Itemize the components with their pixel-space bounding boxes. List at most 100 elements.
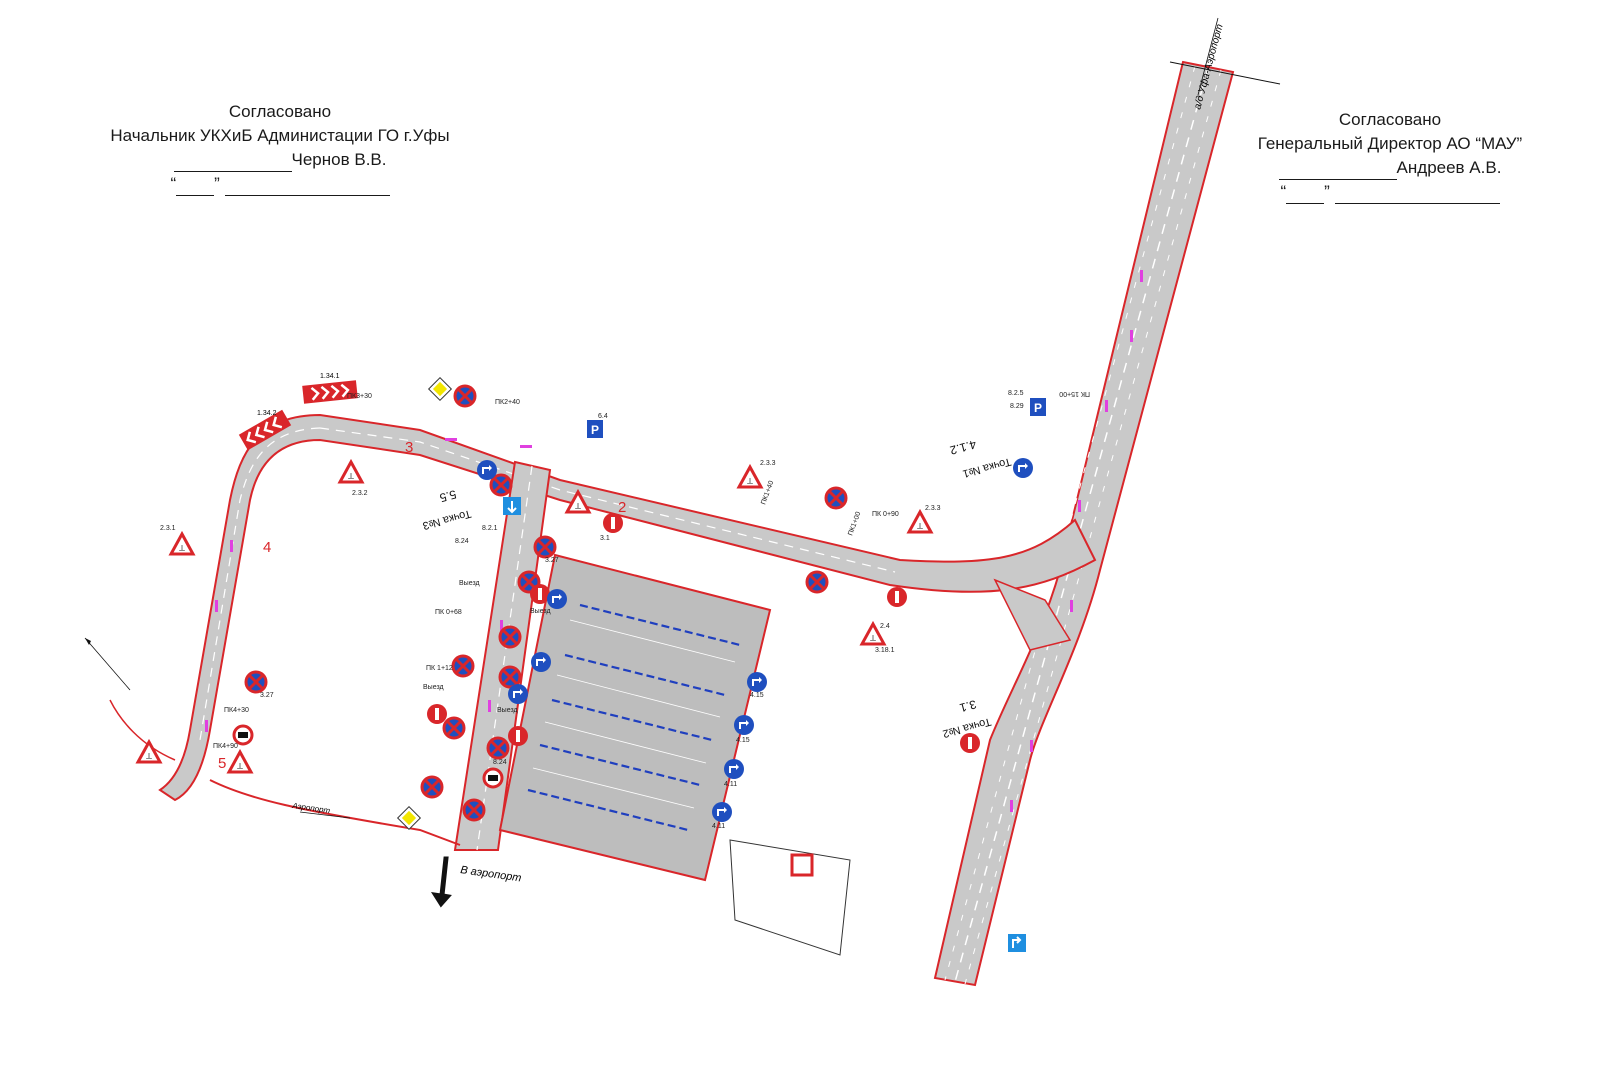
date-line: “” [80, 172, 480, 196]
no-parking-icon [824, 486, 848, 510]
station-label: ПК1+00 [847, 511, 862, 537]
no-parking-icon [489, 473, 513, 497]
station-label: ПК 0+68 [435, 609, 462, 616]
to-airport-label: В аэропорт [460, 864, 523, 884]
yield-icon [227, 750, 253, 774]
sign-code: 2.3.1 [160, 525, 176, 532]
sign-code: 4.15 [750, 692, 764, 699]
no-parking-icon [453, 384, 477, 408]
mandatory-direction-icon [530, 651, 552, 673]
day-blank [176, 179, 215, 196]
approval-position: Генеральный Директор АО “МАУ” [1257, 134, 1523, 153]
yield-icon [907, 510, 933, 534]
signature-line: Андреев А.В. [1240, 156, 1540, 180]
no-parking-icon [442, 716, 466, 740]
mandatory-direction-icon [1012, 457, 1034, 479]
date-open-quote: “ [1280, 182, 1287, 201]
point-sign: 3.1 [958, 697, 978, 715]
no-entry-icon [603, 513, 623, 533]
day-blank [1286, 187, 1325, 204]
mandatory-direction-icon [476, 459, 498, 481]
no-parking-icon [498, 625, 522, 649]
mandatory-direction-icon [746, 671, 768, 693]
signature-line: Чернов В.В. [80, 148, 480, 172]
mandatory-direction-icon [711, 801, 733, 823]
chevron-sign-1342 [238, 409, 292, 451]
no-parking-icon [420, 775, 444, 799]
sign-code: 4.15 [736, 737, 750, 744]
no-parking-icon [486, 736, 510, 760]
no-parking-icon [462, 798, 486, 822]
sign-code: Выезд [459, 580, 480, 587]
sign-code: 4.11 [724, 781, 737, 788]
yield-icon [169, 532, 195, 556]
road-network [109, 60, 1235, 987]
parking-sign: P [587, 420, 603, 438]
sign-code: 3.27 [545, 557, 559, 564]
sign-code: 3.1 [600, 535, 610, 542]
section-number: 5 [218, 755, 226, 772]
approval-heading: Согласовано [228, 102, 332, 121]
sign-code: 3.18.1 [875, 647, 895, 654]
airport-direction-line [299, 811, 351, 819]
date-close-quote: ” [1324, 182, 1330, 201]
mandatory-direction-icon [507, 683, 529, 705]
no-entry-icon [887, 587, 907, 607]
mandatory-direction-icon [733, 714, 755, 736]
signature-blank [1278, 163, 1397, 180]
approval-stamp-right: Согласовано Генеральный Директор АО “МАУ… [1240, 108, 1540, 204]
station-label: ПК4+90 [213, 743, 238, 750]
station-label: ПК 0+90 [872, 511, 899, 518]
section-boundary-line [1169, 61, 1281, 85]
point-sign: 4.1.2 [948, 437, 978, 458]
chevron-sign-1341 [302, 380, 358, 404]
truck-restriction-sign [482, 767, 504, 789]
road-axis-line [84, 637, 131, 691]
svg-text:P: P [1034, 401, 1042, 415]
sign-code: Выезд [497, 707, 518, 714]
station-label: ПК3+30 [347, 393, 372, 400]
yield-icon [338, 460, 364, 484]
approval-heading: Согласовано [1338, 110, 1442, 129]
highway-main [933, 60, 1235, 987]
sign-code: 1.34.1 [320, 373, 340, 380]
parking-sign: P [1030, 398, 1046, 416]
station-label: ПК 15+00 [1059, 390, 1090, 397]
sign-code: 6.4 [598, 413, 608, 420]
signatory-name: Андреев А.В. [1396, 158, 1502, 177]
yield-icon [136, 740, 162, 764]
arrowhead-icon [85, 638, 91, 645]
no-parking-icon [533, 535, 557, 559]
section-number: 2 [618, 499, 626, 516]
sign-code: 8.24 [493, 759, 507, 766]
lane-direction-sign [1008, 934, 1026, 952]
sign-code: Выезд [530, 608, 551, 615]
sign-code-labels: 3.27 4.15 4.15 4.11 4.11 3.27 2.3.2 2.3.… [160, 390, 1024, 830]
connector-road [158, 413, 1097, 802]
truck-restriction-sign [232, 724, 254, 746]
one-way-sign [503, 497, 521, 515]
sign-code: 2.3.3 [925, 505, 941, 512]
sign-code: 2.3.2 [352, 490, 368, 497]
station-label: ПК 1+12 [426, 665, 453, 672]
signatory-name: Чернов В.В. [291, 150, 387, 169]
to-airport-arrow [430, 856, 452, 908]
no-parking-icon [451, 654, 475, 678]
no-parking-icon [244, 670, 268, 694]
station-label: ПК4+30 [224, 707, 249, 714]
sign-code: 8.29 [1010, 403, 1024, 410]
sign-code: 2.3.3 [760, 460, 776, 467]
no-entry-icon [530, 584, 550, 604]
section-number: 3 [405, 439, 413, 456]
signature-blank [173, 155, 292, 172]
no-parking-icon [805, 570, 829, 594]
date-line: “” [1240, 180, 1540, 204]
mandatory-direction-icon [546, 588, 568, 610]
no-parking-icon [498, 665, 522, 689]
parking-row-lines [527, 603, 741, 832]
sign-code: Выезд [423, 684, 444, 691]
sign-code: 1.34.2 [257, 410, 277, 417]
no-entry-icon [508, 726, 528, 746]
mandatory-direction-icon [723, 758, 745, 780]
